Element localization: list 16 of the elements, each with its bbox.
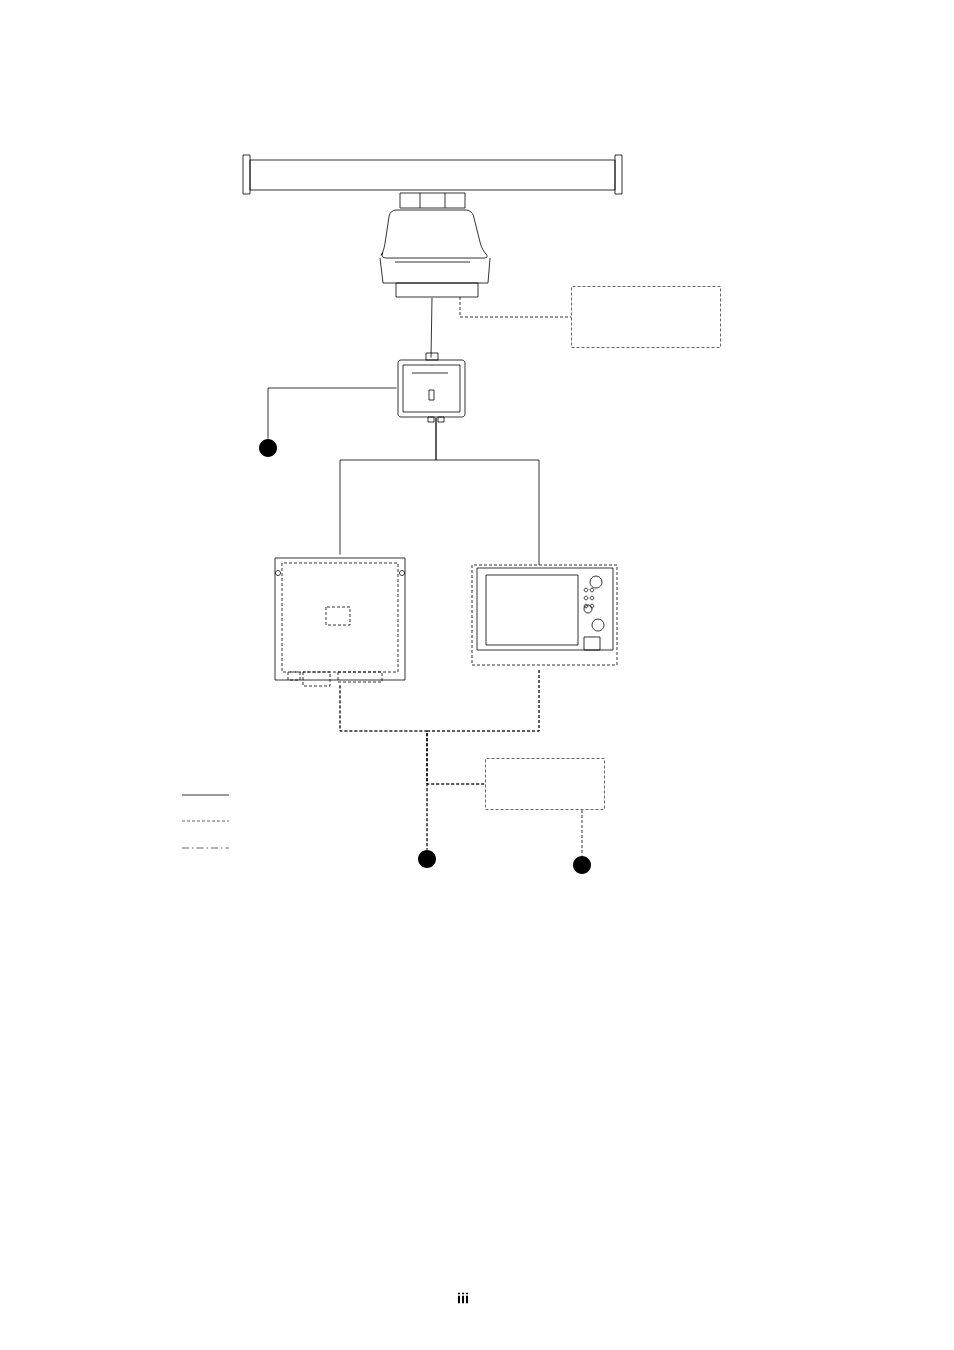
display-unit-drawing: [471, 564, 618, 666]
cable-line: [267, 387, 397, 439]
optional-unit-box: [571, 286, 721, 348]
page-number: iii: [458, 1292, 468, 1304]
processor-unit-drawing: [274, 557, 406, 687]
terminal-dot: [259, 439, 277, 457]
junction-box-drawing: [397, 352, 466, 423]
optional-unit-box: [485, 758, 605, 810]
cable-line: [435, 417, 540, 566]
cable-line: [426, 669, 540, 785]
terminal-dot: [573, 856, 591, 874]
cable-line: [459, 296, 572, 318]
cable-line: [430, 297, 433, 358]
radar-antenna-drawing: [242, 154, 623, 298]
terminal-dot: [418, 850, 436, 868]
cable-line: [581, 809, 583, 856]
